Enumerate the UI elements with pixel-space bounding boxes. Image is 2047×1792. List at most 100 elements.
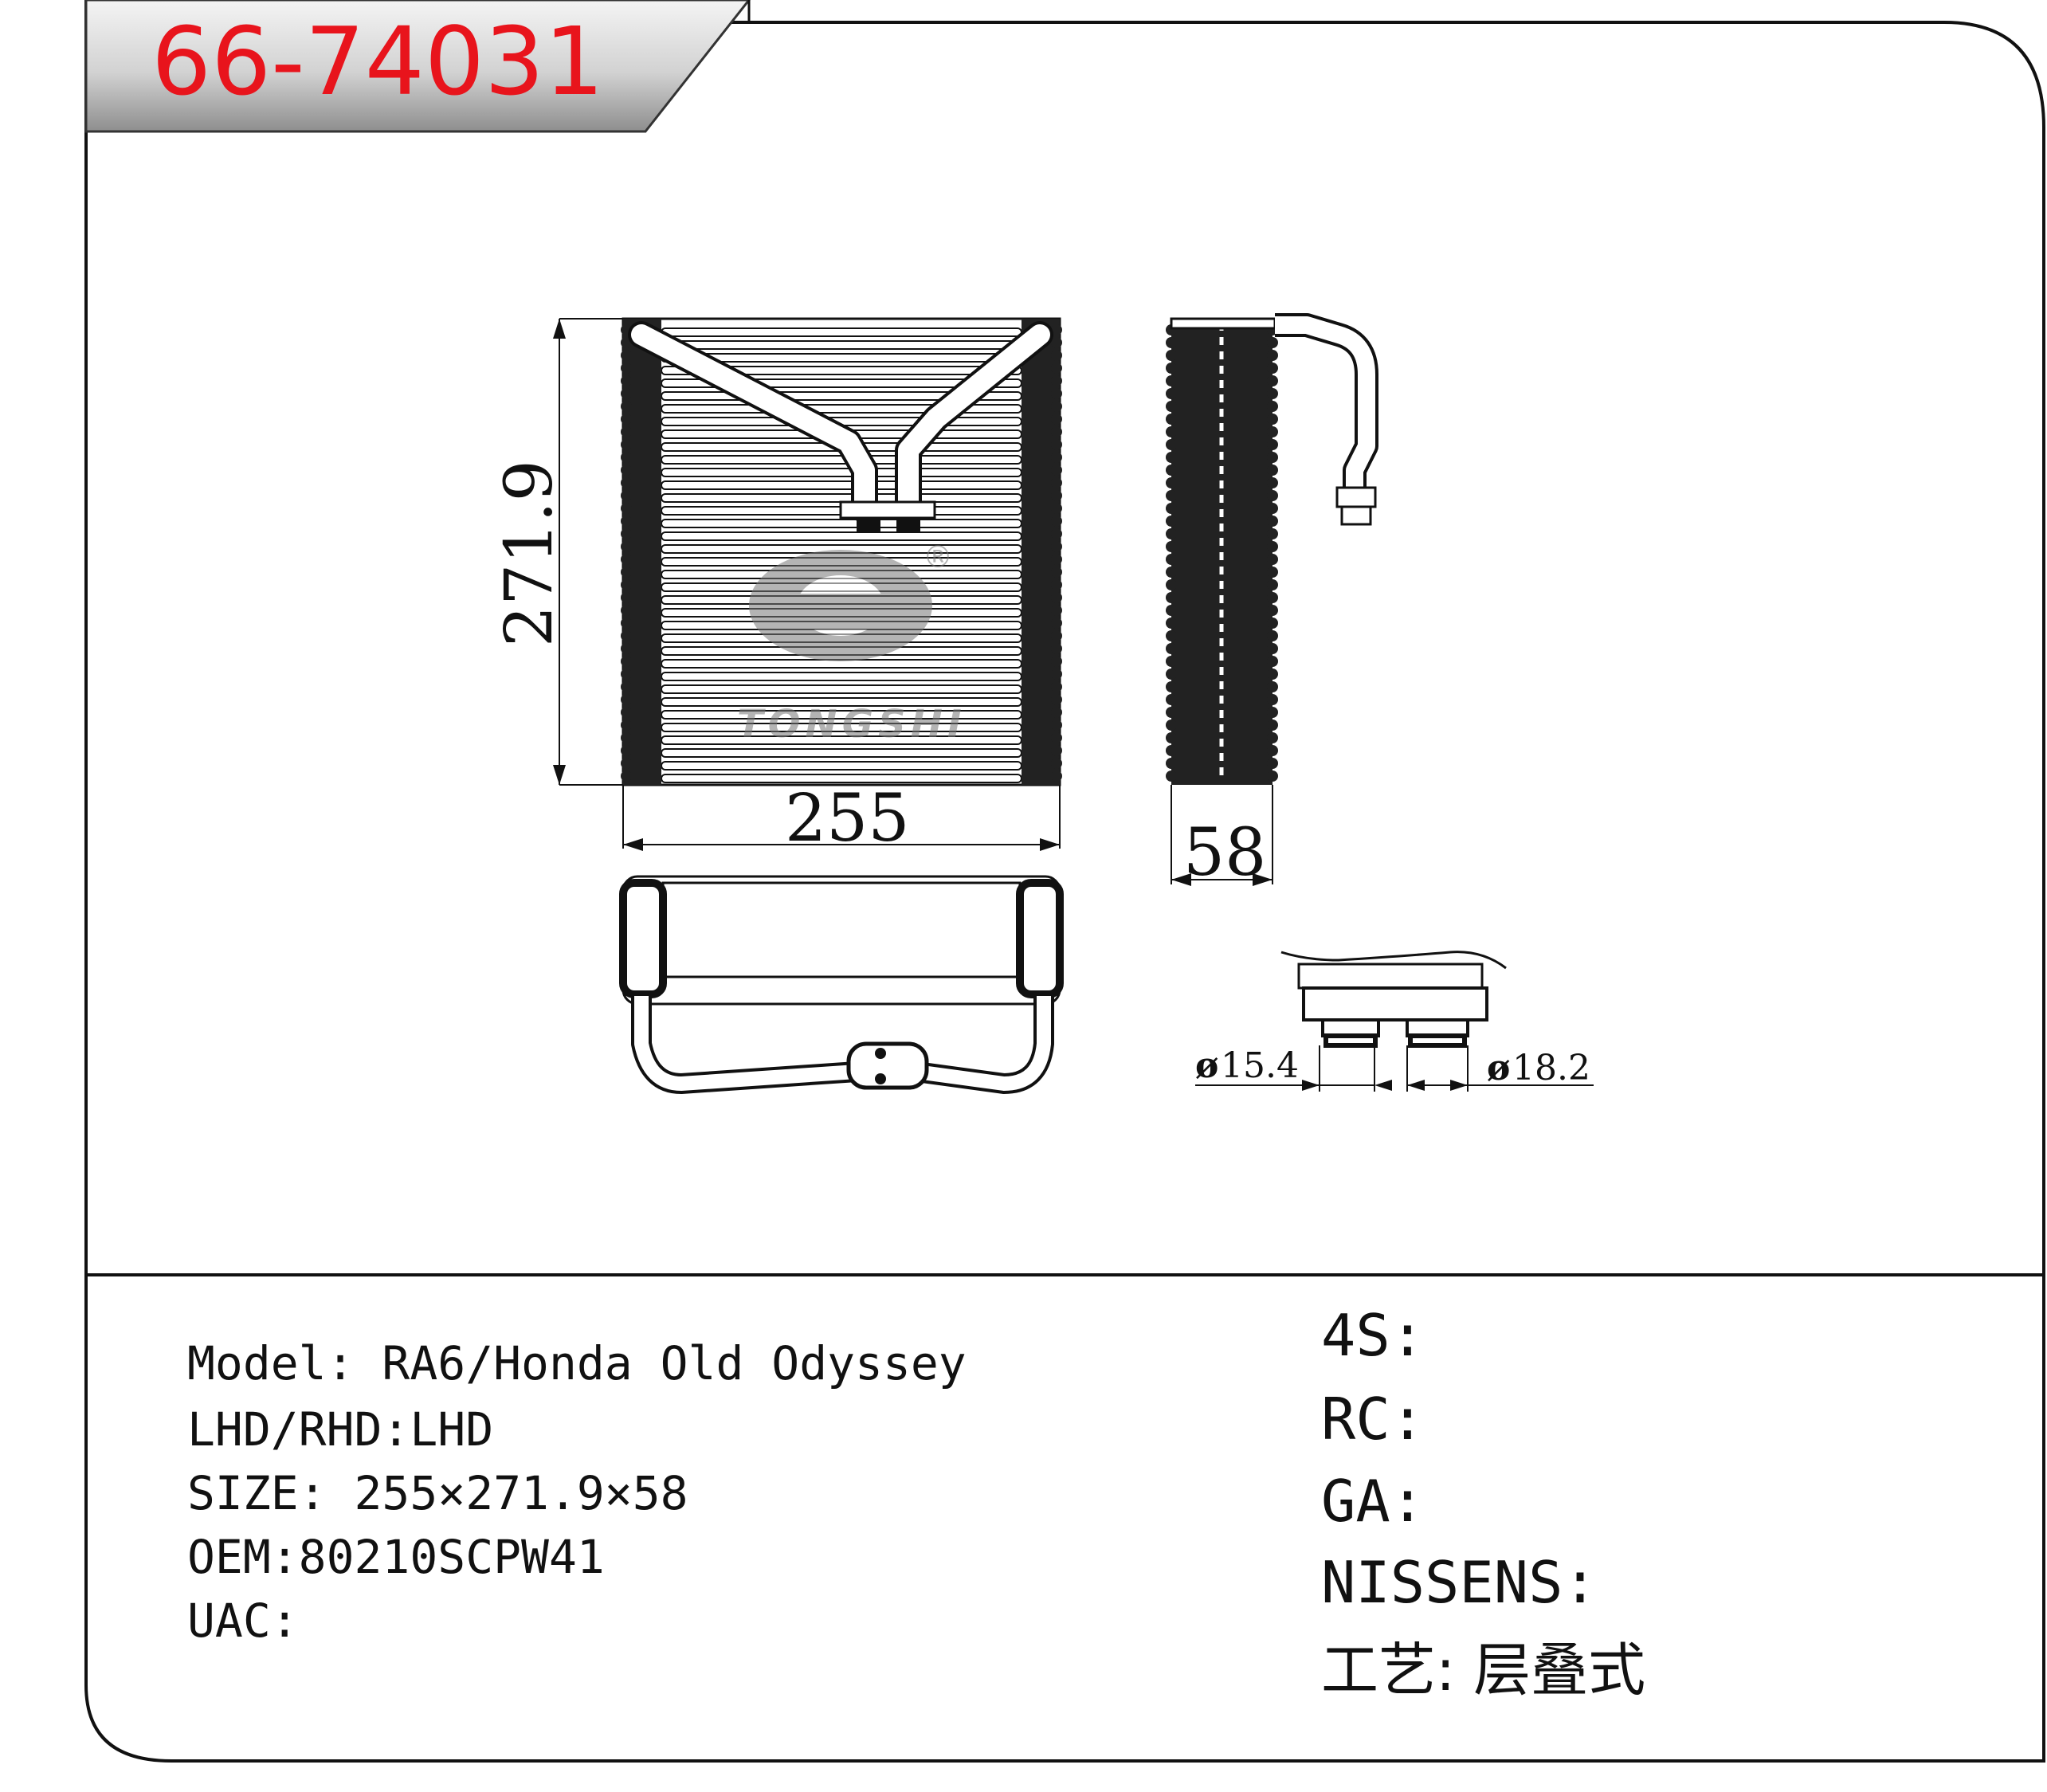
rib [1051, 592, 1062, 603]
rib [1267, 605, 1278, 616]
rib [1166, 656, 1177, 667]
inlet-diameter: 15.4 [1221, 1045, 1299, 1086]
rib [1051, 681, 1062, 692]
pipe-flange [839, 500, 936, 520]
rib [1267, 490, 1278, 501]
rib [1267, 554, 1278, 565]
rib [1267, 758, 1278, 769]
rib [621, 465, 632, 476]
rib [1267, 439, 1278, 450]
rib [1166, 439, 1177, 450]
rib [621, 375, 632, 386]
rib [1267, 720, 1278, 731]
rib [1267, 669, 1278, 680]
fin-bar [661, 480, 1022, 490]
rib [1267, 732, 1278, 743]
rib [1166, 528, 1177, 539]
rib [621, 605, 632, 616]
rib [1166, 707, 1177, 718]
registered-icon: ® [923, 539, 953, 574]
rib [1166, 567, 1177, 578]
rib [1051, 426, 1062, 437]
ref-nissens: NISSENS: [1321, 1549, 1598, 1616]
rib [1166, 579, 1177, 590]
rib [621, 426, 632, 437]
rib [621, 707, 632, 718]
rib [1267, 528, 1278, 539]
rib [1166, 618, 1177, 629]
rib [1166, 605, 1177, 616]
side-pipe [1275, 313, 1378, 526]
rib [621, 490, 632, 501]
rib [1267, 745, 1278, 756]
rib [1051, 516, 1062, 527]
rib [1166, 503, 1177, 514]
rib [1166, 465, 1177, 476]
rib [621, 414, 632, 425]
rib [621, 592, 632, 603]
rib [1051, 618, 1062, 629]
fin-bar [661, 468, 1022, 477]
spec-oem: OEM:80210SCPW41 [187, 1530, 605, 1584]
spec-uac: UAC: [187, 1594, 299, 1648]
rib [1051, 567, 1062, 578]
ref-process: 工艺: 层叠式 [1321, 1637, 1646, 1704]
rib [1166, 541, 1177, 552]
rib [1166, 771, 1177, 782]
part-number: 66-74031 [151, 6, 604, 116]
rib [621, 694, 632, 705]
rib [1166, 388, 1177, 399]
rib [1051, 439, 1062, 450]
rib [621, 567, 632, 578]
rib [1166, 630, 1177, 641]
rib [1051, 643, 1062, 654]
rib [1267, 694, 1278, 705]
side-view: 58 [1166, 313, 1378, 891]
rib [1267, 414, 1278, 425]
rib [1166, 681, 1177, 692]
rib [1051, 490, 1062, 501]
rib [1051, 452, 1062, 463]
rib [621, 579, 632, 590]
rib [1051, 414, 1062, 425]
rib [1166, 490, 1177, 501]
fin-bar [661, 748, 1022, 758]
rib [1267, 618, 1278, 629]
rib [621, 516, 632, 527]
rib [1051, 541, 1062, 552]
rib [1051, 554, 1062, 565]
ref-rc: RC: [1321, 1386, 1425, 1453]
rib [1166, 477, 1177, 488]
fin-bar [661, 531, 1022, 541]
outlet-pipe [895, 321, 1053, 523]
rib [1267, 388, 1278, 399]
flange-detail: ø 15.4 ø 18.2 [1195, 951, 1594, 1092]
fin-bar [661, 684, 1022, 694]
rib [1051, 707, 1062, 718]
watermark-brand: TONGSHI [737, 702, 967, 747]
rib [1166, 592, 1177, 603]
rib [1166, 337, 1177, 348]
rib [1267, 656, 1278, 667]
rib [1267, 541, 1278, 552]
rib [621, 528, 632, 539]
top-flange [846, 1041, 929, 1090]
rib [1051, 401, 1062, 412]
fin-bar [661, 519, 1022, 528]
rib [1166, 363, 1177, 374]
rib [1051, 669, 1062, 680]
rib [621, 720, 632, 731]
rib [621, 363, 632, 374]
rib [621, 630, 632, 641]
rib [1051, 528, 1062, 539]
rib [1166, 745, 1177, 756]
rib [621, 745, 632, 756]
rib [1166, 732, 1177, 743]
inlet-diameter-symbol: ø [1195, 1045, 1218, 1086]
rib [1267, 401, 1278, 412]
rib [1267, 337, 1278, 348]
rib [1051, 732, 1062, 743]
rib [1051, 605, 1062, 616]
rib [1051, 720, 1062, 731]
